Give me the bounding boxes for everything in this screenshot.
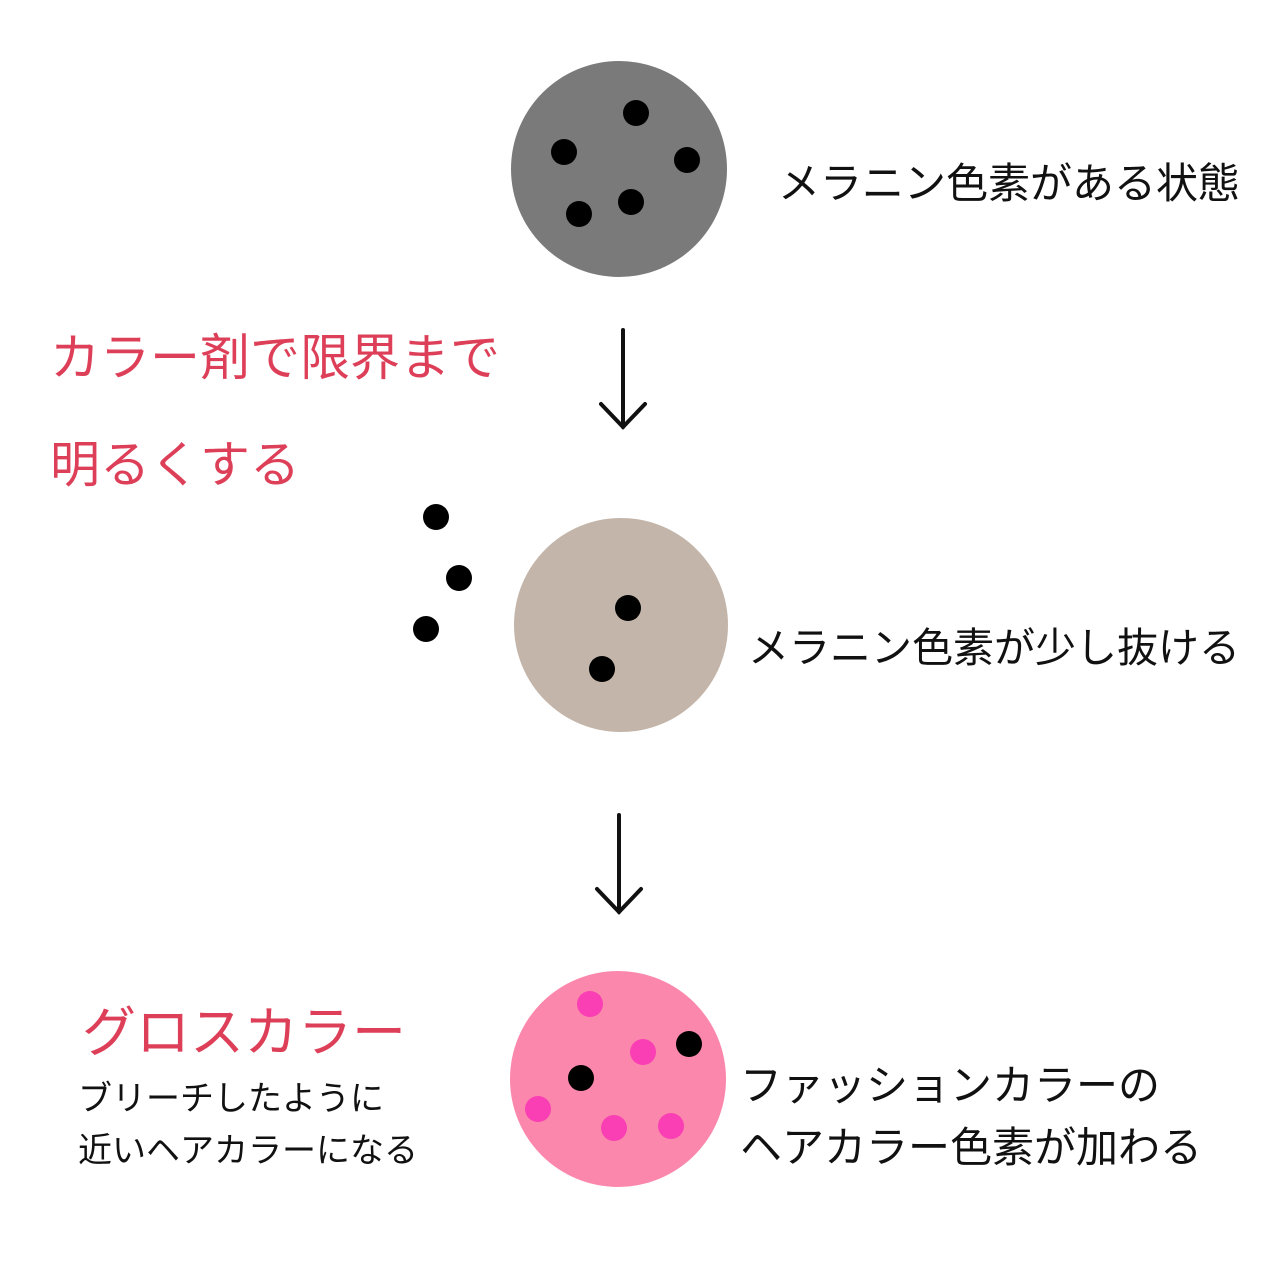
- melanin-dot: [676, 1031, 702, 1057]
- melanin-dot: [623, 100, 649, 126]
- melanin-dot: [589, 656, 615, 682]
- melanin-dot: [618, 189, 644, 215]
- stage3-label-line1: ファッションカラーの: [740, 1061, 1161, 1110]
- gloss-desc-line1: ブリーチしたように: [78, 1079, 384, 1119]
- stage3-label-line2: ヘアカラー色素が加わる: [740, 1123, 1203, 1172]
- hair-circle-original: [511, 61, 727, 277]
- gloss-color-title: グロスカラー: [82, 1001, 406, 1064]
- fashion-pigment-dot: [525, 1096, 551, 1122]
- step-lighten-line1: カラー剤で限界まで: [50, 329, 500, 387]
- melanin-dot: [551, 139, 577, 165]
- melanin-dot: [566, 201, 592, 227]
- down-arrow-icon: [595, 813, 643, 915]
- melanin-dot: [674, 147, 700, 173]
- hair-circle-lightened: [514, 518, 728, 732]
- fashion-pigment-dot: [658, 1113, 684, 1139]
- down-arrow-icon: [599, 328, 647, 430]
- stage1-label: メラニン色素がある状態: [778, 159, 1241, 208]
- fashion-pigment-dot: [577, 991, 603, 1017]
- removed-melanin-dot: [413, 616, 439, 642]
- removed-melanin-dot: [446, 565, 472, 591]
- melanin-dot: [568, 1065, 594, 1091]
- removed-melanin-dot: [423, 504, 449, 530]
- stage2-label: メラニン色素が少し抜ける: [748, 624, 1240, 672]
- step-lighten-line2: 明るくする: [50, 436, 300, 494]
- gloss-desc-line2: 近いヘアカラーになる: [78, 1131, 418, 1171]
- fashion-pigment-dot: [630, 1039, 656, 1065]
- fashion-pigment-dot: [601, 1115, 627, 1141]
- melanin-dot: [615, 595, 641, 621]
- hair-circle-colored: [510, 971, 726, 1187]
